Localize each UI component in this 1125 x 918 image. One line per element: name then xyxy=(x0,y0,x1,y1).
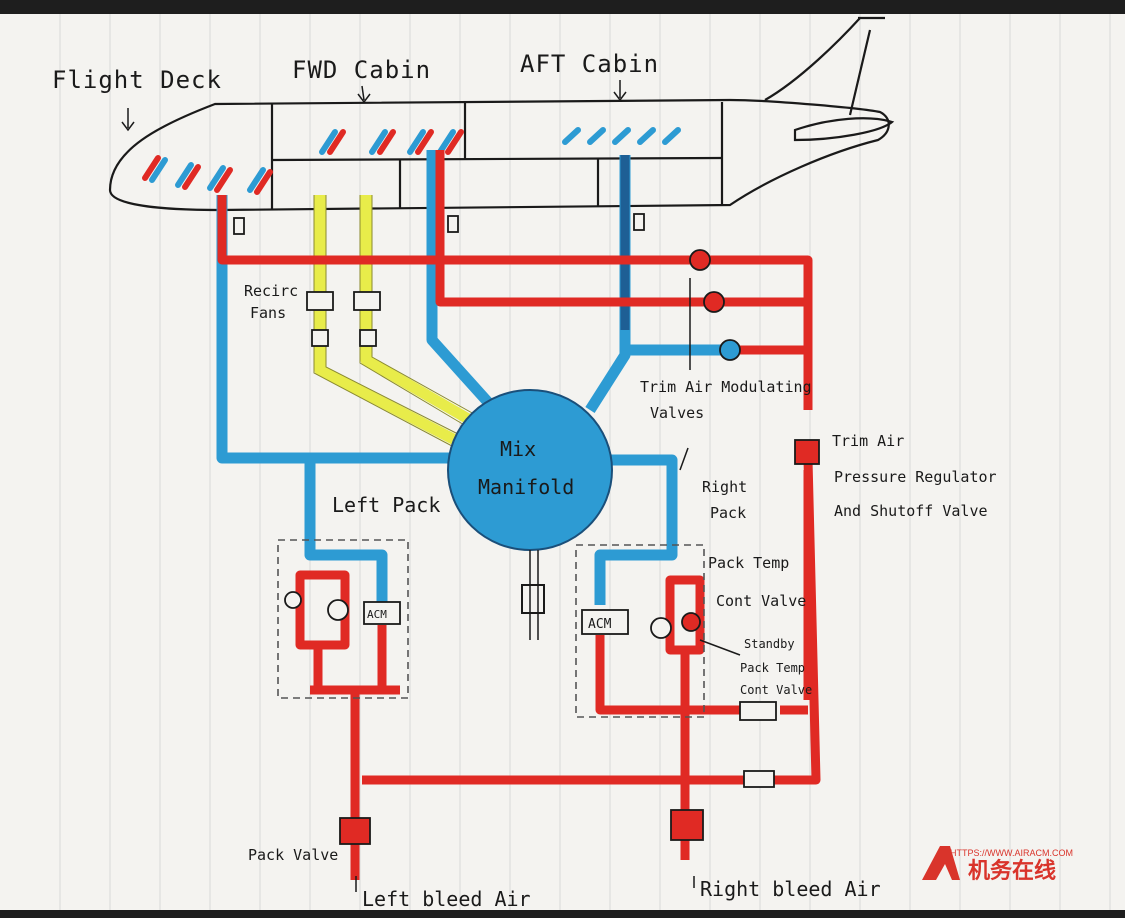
recirc-ducts xyxy=(314,195,473,445)
fuselage xyxy=(108,16,895,212)
label-standby-cont-valve: Cont Valve xyxy=(740,683,812,697)
mix-manifold xyxy=(447,389,613,551)
components xyxy=(233,213,820,845)
label-cont-valve: Cont Valve xyxy=(716,592,806,610)
left-pack-turbine xyxy=(327,599,349,621)
label-pack: Pack xyxy=(710,504,746,522)
left-pack-temp-valve xyxy=(284,591,302,609)
label-recirc: Recirc xyxy=(244,282,298,300)
label-shutoff-valve: And Shutoff Valve xyxy=(834,502,988,520)
trim-valve-2 xyxy=(703,291,725,313)
left-pack-valve xyxy=(339,817,371,845)
crossbleed-check-valve xyxy=(743,770,775,788)
trim-air-prsov xyxy=(794,439,820,465)
standby-pack-temp-valve xyxy=(739,701,777,721)
label-acm-right: ACM xyxy=(588,617,612,632)
label-right: Right xyxy=(702,478,747,496)
manifold-check-valve xyxy=(521,584,545,614)
acm-right xyxy=(581,609,629,635)
flight-deck-outlet-valve xyxy=(233,217,245,235)
label-standby: Standby xyxy=(744,637,795,651)
recirc-fan-1 xyxy=(306,291,334,311)
trim-valve-3 xyxy=(719,339,741,361)
cold-air-ducts xyxy=(216,150,725,605)
label-pack-valve: Pack Valve xyxy=(248,846,338,864)
label-trim-air: Trim Air xyxy=(832,432,904,450)
left-pack-box xyxy=(277,539,409,699)
label-standby-pack-temp: Pack Temp xyxy=(740,661,805,675)
recirc-check-1 xyxy=(311,329,329,347)
watermark-url: HTTPS://WWW.AIRACM.COM xyxy=(950,848,1073,858)
label-flight-deck: Flight Deck xyxy=(52,66,222,94)
right-pack-box xyxy=(575,544,705,718)
pack-temp-control-valve xyxy=(681,612,701,632)
watermark: HTTPS://WWW.AIRACM.COM 机务在线 xyxy=(922,846,1073,884)
watermark-name: 机务在线 xyxy=(968,858,1056,884)
label-fwd-cabin: FWD Cabin xyxy=(292,56,431,84)
label-pack-temp: Pack Temp xyxy=(708,554,789,572)
label-left-bleed-air: Left bleed Air xyxy=(362,887,531,911)
label-left-pack: Left Pack xyxy=(332,493,440,517)
label-aft-cabin: AFT Cabin xyxy=(520,50,659,78)
leader-arrows xyxy=(121,80,741,892)
fwd-outlet-valve xyxy=(447,215,459,233)
label-valves: Valves xyxy=(650,404,704,422)
label-fans: Fans xyxy=(250,304,286,322)
label-pressure-regulator: Pressure Regulator xyxy=(834,468,997,486)
right-pack-turbine xyxy=(650,617,672,639)
aft-outlet-valve xyxy=(633,213,645,231)
trim-valve-1 xyxy=(689,249,711,271)
cabin-outlets xyxy=(142,127,681,195)
recirc-check-2 xyxy=(359,329,377,347)
label-manifold: Manifold xyxy=(478,475,574,499)
recirc-fan-2 xyxy=(353,291,381,311)
label-right-bleed-air: Right bleed Air xyxy=(700,877,881,901)
label-acm-left: ACM xyxy=(367,608,387,621)
right-pack-valve xyxy=(670,809,704,841)
label-mix: Mix xyxy=(500,437,536,461)
recirc-duct-edges xyxy=(313,195,475,447)
acm-left xyxy=(363,601,401,625)
label-trim-air-modulating: Trim Air Modulating xyxy=(640,378,812,396)
watermark-logo-icon xyxy=(922,846,960,880)
